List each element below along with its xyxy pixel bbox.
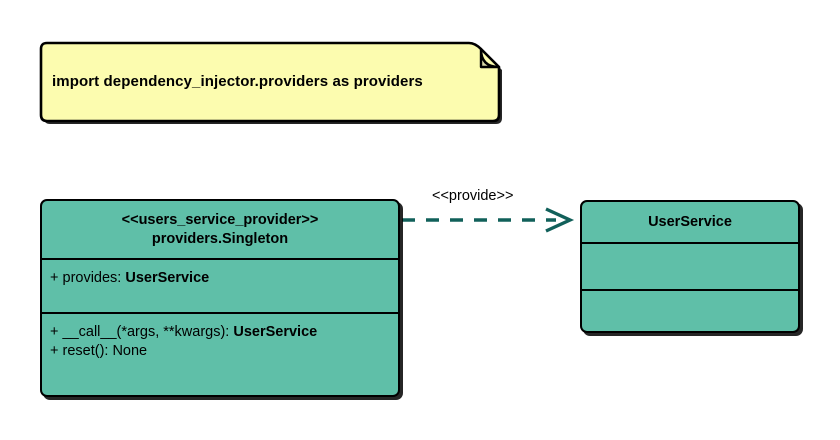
operation-visibility: +	[50, 343, 59, 359]
class-attributes	[582, 242, 798, 289]
attribute-label: provides:	[62, 270, 126, 286]
operation-visibility: +	[50, 324, 59, 340]
note-text: import dependency_injector.providers as …	[52, 72, 423, 90]
note-import-statement[interactable]: import dependency_injector.providers as …	[38, 40, 502, 124]
note-shape	[39, 41, 502, 124]
class-operations: + __call__(*args, **kwargs): UserService…	[42, 312, 398, 395]
class-operations	[582, 289, 798, 331]
class-header: <<users_service_provider>> providers.Sin…	[42, 201, 398, 258]
class-stereotype: <<users_service_provider>>	[121, 211, 319, 228]
class-name: UserService	[648, 213, 732, 230]
class-header: UserService	[582, 202, 798, 242]
operation-row: + __call__(*args, **kwargs): UserService	[50, 323, 398, 342]
operation-type: UserService	[233, 324, 318, 340]
dependency-arrowhead	[545, 207, 575, 233]
attribute-type: UserService	[125, 270, 210, 286]
class-user-service[interactable]: UserService	[580, 200, 800, 333]
attribute-visibility: +	[50, 270, 59, 286]
attribute-row: + provides: UserService	[50, 269, 398, 288]
class-users-service-provider[interactable]: <<users_service_provider>> providers.Sin…	[40, 199, 400, 397]
operation-label: reset(): None	[62, 343, 148, 359]
operation-label: __call__(*args, **kwargs):	[62, 324, 234, 340]
class-name: providers.Singleton	[151, 230, 289, 247]
dependency-link-label: <<provide>>	[432, 188, 514, 204]
class-attributes: + provides: UserService	[42, 258, 398, 312]
operation-row: + reset(): None	[50, 342, 398, 361]
